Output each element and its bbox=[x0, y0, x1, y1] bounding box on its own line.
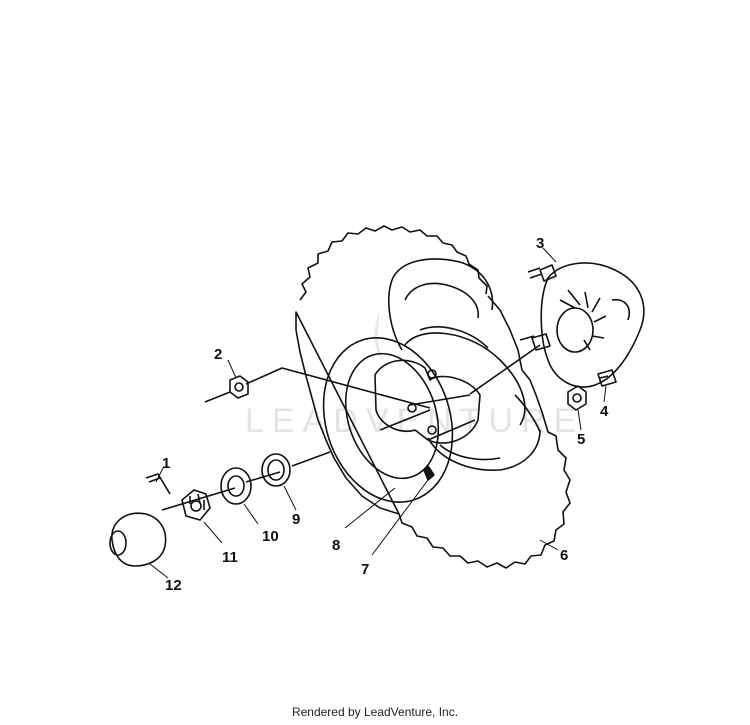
watermark-text: LEADVENTURE bbox=[245, 402, 584, 440]
footer-credit: Rendered by LeadVenture, Inc. bbox=[291, 705, 459, 719]
callout-4: 4 bbox=[600, 403, 609, 420]
hub-assembly bbox=[519, 262, 645, 388]
hub-stud-left bbox=[519, 333, 551, 351]
callout-5: 5 bbox=[577, 431, 585, 448]
callout-12: 12 bbox=[165, 577, 182, 594]
washer-10-hole bbox=[227, 475, 245, 497]
rim-outer bbox=[322, 337, 454, 503]
tire bbox=[295, 225, 571, 569]
washer-9 bbox=[261, 453, 291, 487]
callout-6: 6 bbox=[560, 547, 568, 564]
callout-8: 8 bbox=[332, 537, 340, 554]
lug-nut bbox=[229, 375, 249, 399]
callout-11: 11 bbox=[222, 549, 238, 566]
wheel-hub-ribs bbox=[409, 394, 476, 441]
watermark-flame-icon bbox=[356, 295, 384, 362]
callout-10: 10 bbox=[262, 528, 279, 545]
lock-nut-hole bbox=[572, 393, 582, 403]
hub-stud-hole-top bbox=[427, 369, 437, 379]
hub-cap bbox=[111, 512, 167, 567]
valve-stem bbox=[423, 465, 435, 481]
callout-7: 7 bbox=[361, 561, 369, 578]
leader-lines bbox=[149, 247, 607, 579]
castle-nut bbox=[181, 489, 211, 521]
hub-stud-bottom bbox=[597, 369, 617, 387]
castle-nut-hole bbox=[190, 500, 202, 512]
wheel-hub-face bbox=[374, 359, 481, 444]
callout-9: 9 bbox=[292, 511, 300, 528]
castle-nut-slots bbox=[189, 493, 205, 510]
callout-3: 3 bbox=[536, 235, 544, 252]
rim-lip bbox=[419, 326, 489, 349]
hub-stud-hole-bottom bbox=[427, 425, 437, 435]
rim-inner bbox=[344, 352, 440, 480]
watermark: LEADVENTURE bbox=[245, 295, 584, 440]
hub-flange-edge bbox=[611, 298, 630, 321]
lug-nut-hole bbox=[234, 382, 244, 392]
callout-1: 1 bbox=[162, 455, 170, 472]
lock-nut bbox=[567, 385, 587, 411]
tire-tread-inner bbox=[404, 282, 479, 319]
rim-barrel bbox=[404, 332, 526, 426]
hub-stud-top bbox=[527, 264, 557, 282]
tire-tread-edge bbox=[514, 394, 541, 433]
callout-2: 2 bbox=[214, 346, 222, 363]
washer-10 bbox=[220, 467, 252, 505]
hub-stud-hole-left bbox=[407, 403, 417, 413]
lug-nut-guide-line bbox=[204, 367, 431, 409]
tire-tread-lower bbox=[427, 429, 541, 471]
tire-tread-band bbox=[388, 258, 494, 351]
hub-cap-end bbox=[109, 530, 127, 556]
washer-9-hole bbox=[267, 459, 285, 481]
hub-body bbox=[540, 262, 645, 388]
hub-ribs bbox=[559, 289, 607, 351]
